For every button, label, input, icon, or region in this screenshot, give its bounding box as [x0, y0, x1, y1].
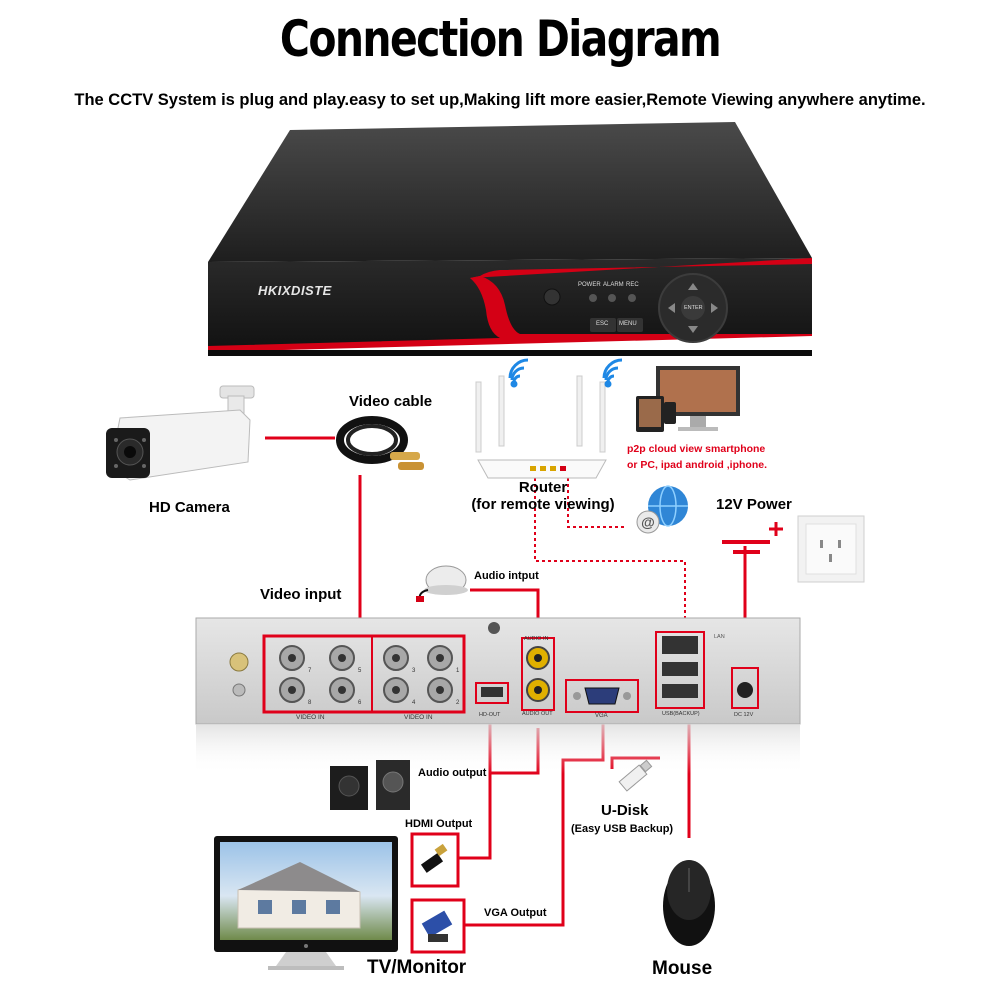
led-label-rec: REC: [626, 282, 639, 288]
label-router-sub: (for remote viewing): [471, 496, 615, 513]
port-label-lan: LAN: [714, 634, 725, 640]
channel-number: 2: [456, 700, 460, 706]
page-title: Connection Diagram: [279, 10, 722, 68]
led-label-power: POWER: [578, 282, 601, 288]
label-audio-output: Audio output: [418, 767, 487, 779]
label-12v-power: 12V Power: [716, 496, 792, 513]
dvr-back-panel: [195, 617, 801, 774]
label-audio-input: Audio intput: [474, 570, 539, 582]
label-video-cable: Video cable: [349, 393, 433, 410]
hdmi-cable: [410, 832, 460, 888]
channel-number: 8: [308, 700, 312, 706]
label-mouse: Mouse: [652, 958, 713, 979]
power-symbol: [722, 522, 783, 554]
wifi-icon-right: [602, 358, 623, 388]
page-subtitle: The CCTV System is plug and play.easy to…: [74, 91, 926, 109]
channel-number: 4: [412, 700, 416, 706]
label-p2p-line2: or PC, ipad android ,iphone.: [627, 459, 768, 471]
channel-number: 3: [412, 668, 416, 674]
channel-number: 5: [358, 668, 362, 674]
channel-number: 1: [456, 668, 460, 674]
label-p2p-line1: p2p cloud view smartphone: [627, 443, 766, 455]
dvr-brand-label: HKIXDISTE: [258, 283, 332, 298]
mouse: [663, 860, 715, 946]
led-label-alarm: ALARM: [603, 282, 624, 288]
dvr-front-unit: [208, 122, 812, 356]
label-video-input: Video input: [260, 586, 342, 603]
label-hdmi-output: HDMI Output: [405, 818, 473, 830]
speakers: [330, 760, 410, 810]
label-udisk-sub: (Easy USB Backup): [571, 823, 674, 835]
port-label-audio-in: AUDIO IN: [524, 636, 549, 642]
microphone: [416, 565, 468, 602]
channel-number: 7: [308, 668, 312, 674]
port-label-usb: USB(BACKUP): [662, 711, 700, 717]
usb-stick: [618, 759, 653, 792]
port-label-dc: DC 12V: [734, 712, 754, 718]
p2p-devices: [636, 366, 740, 432]
label-hd-camera: HD Camera: [149, 499, 230, 516]
svg-text:@: @: [641, 514, 655, 530]
channel-number: 6: [358, 700, 362, 706]
label-router: Router: [518, 479, 568, 496]
label-udisk: U-Disk: [601, 802, 649, 819]
tv-monitor: [214, 836, 398, 970]
port-label-video-in-right: VIDEO IN: [404, 714, 433, 721]
port-label-hd-out: HD-OUT: [479, 712, 501, 718]
enter-button[interactable]: ENTER: [684, 305, 703, 311]
label-vga-output: VGA Output: [484, 907, 547, 919]
router: [475, 375, 607, 479]
port-label-vga: VGA: [595, 713, 608, 719]
label-tv-monitor: TV/Monitor: [367, 957, 467, 978]
wall-socket: [797, 515, 865, 583]
network-lines: [534, 478, 686, 628]
hd-camera: [106, 385, 255, 481]
esc-button[interactable]: ESC: [596, 321, 609, 327]
vga-cable: [410, 898, 466, 954]
wifi-icon-left: [508, 358, 529, 388]
internet-globe-icon: @: [636, 485, 688, 534]
video-cable-coil: [336, 416, 424, 470]
menu-button[interactable]: MENU: [619, 321, 637, 327]
port-label-audio-out: AUDIO OUT: [522, 711, 553, 717]
port-label-video-in-left: VIDEO IN: [296, 714, 325, 721]
